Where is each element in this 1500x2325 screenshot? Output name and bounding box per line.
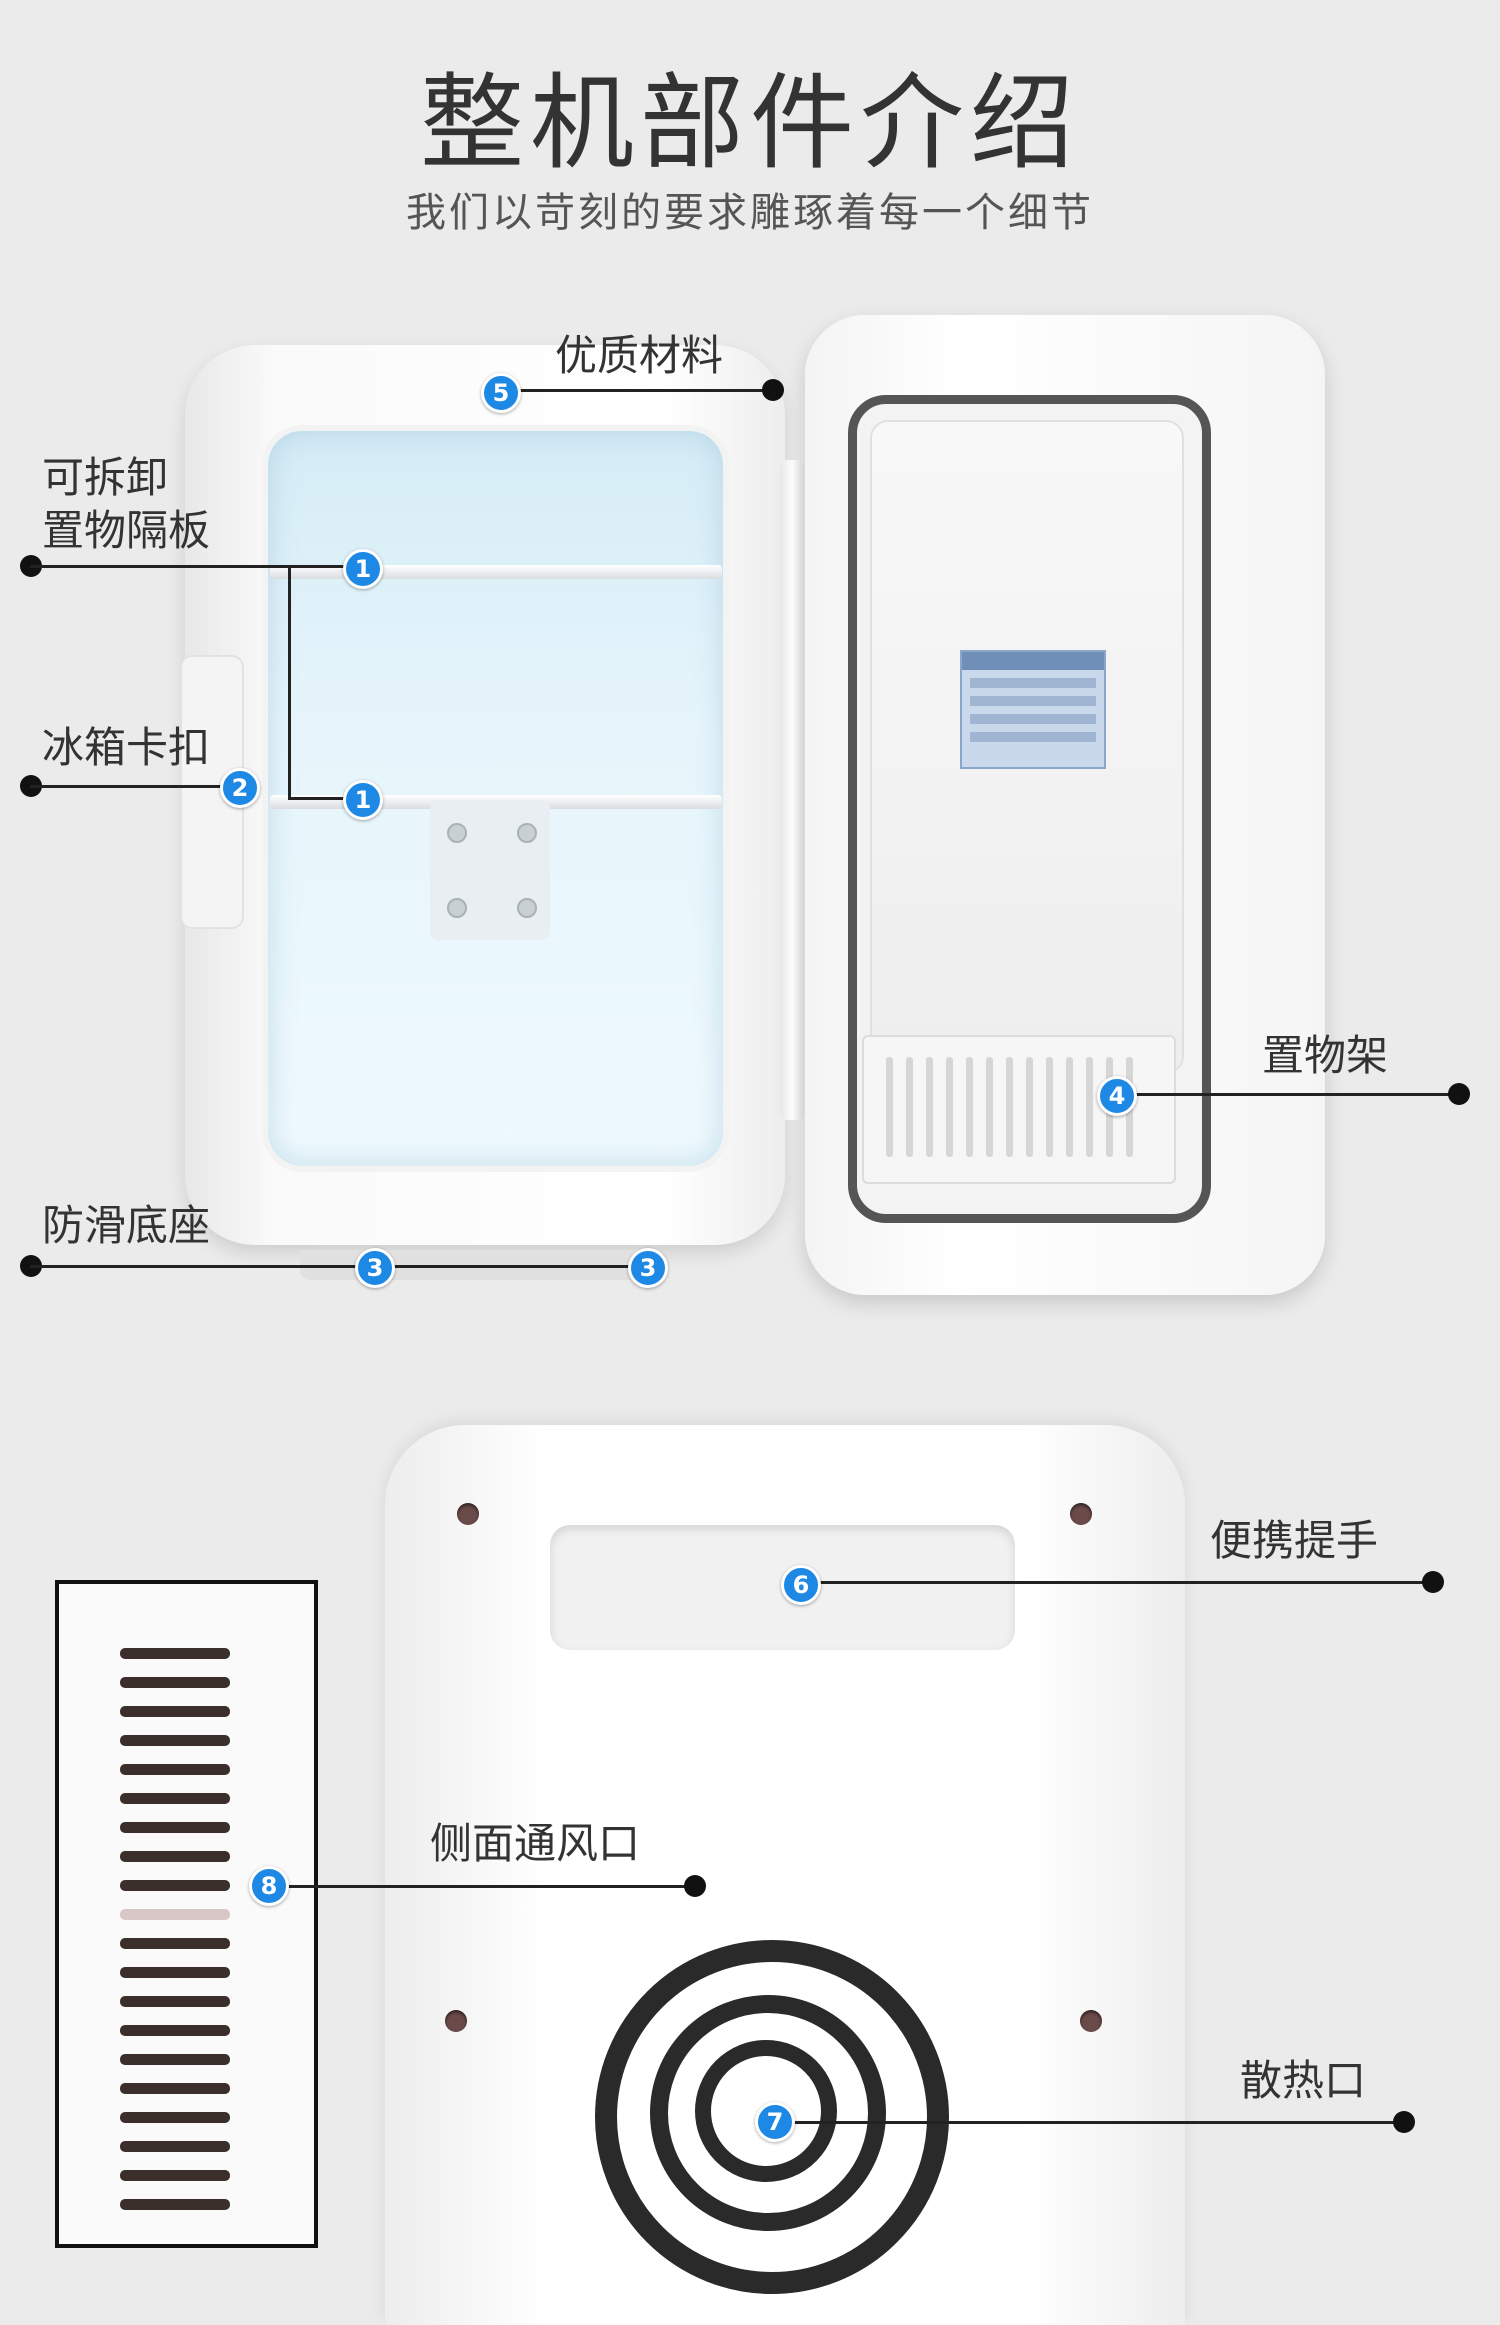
callout-1-label: 可拆卸 置物隔板 [42, 453, 211, 555]
callout-3-badge-right: 3 [628, 1248, 668, 1288]
callout-8-line [285, 1885, 695, 1888]
callout-6-line [810, 1581, 1435, 1584]
shelf-upper [270, 565, 722, 579]
callout-1-line-lower [288, 797, 360, 800]
callout-1-badge-lower: 1 [343, 780, 383, 820]
callout-7-label: 散热口 [1240, 2056, 1367, 2105]
callout-4-dot [1448, 1083, 1470, 1105]
callout-3-line [30, 1265, 650, 1268]
callout-2-label: 冰箱卡扣 [42, 723, 211, 772]
callout-4-line [1130, 1093, 1460, 1096]
callout-7-line [790, 2121, 1405, 2124]
callout-1-badge-upper: 1 [343, 549, 383, 589]
page-title: 整机部件介绍 [419, 62, 1080, 184]
back-plate [430, 800, 550, 940]
nameplate-icon [960, 650, 1106, 769]
callout-6-dot [1422, 1571, 1444, 1593]
callout-7-dot [1393, 2111, 1415, 2133]
callout-3-label: 防滑底座 [42, 1201, 211, 1250]
screw-icon [517, 898, 537, 918]
screw-icon [517, 823, 537, 843]
page-subtitle: 我们以苛刻的要求雕琢着每一个细节 [406, 190, 1094, 236]
callout-8-badge: 8 [249, 1866, 289, 1906]
callout-3-badge-left: 3 [355, 1248, 395, 1288]
door-hinge [780, 460, 804, 1120]
callout-2-badge: 2 [220, 768, 260, 808]
screw-hole-icon [1080, 2010, 1102, 2032]
screw-hole-icon [445, 2010, 467, 2032]
callout-6-badge: 6 [781, 1565, 821, 1605]
callout-8-label: 侧面通风口 [430, 1819, 641, 1868]
screw-hole-icon [457, 1503, 479, 1525]
callout-4-label: 置物架 [1262, 1031, 1389, 1080]
callout-1-connector [288, 565, 291, 800]
screw-icon [447, 823, 467, 843]
screw-icon [447, 898, 467, 918]
callout-4-badge: 4 [1097, 1076, 1137, 1116]
callout-6-label: 便携提手 [1210, 1516, 1379, 1565]
callout-1-line [30, 565, 360, 568]
callout-8-dot [684, 1875, 706, 1897]
callout-5-line [500, 389, 775, 392]
callout-5-dot [762, 379, 784, 401]
callout-5-badge: 5 [481, 373, 521, 413]
callout-7-badge: 7 [755, 2102, 795, 2142]
callout-5-label: 优质材料 [555, 331, 724, 380]
callout-2-line [30, 785, 230, 788]
screw-hole-icon [1070, 1503, 1092, 1525]
